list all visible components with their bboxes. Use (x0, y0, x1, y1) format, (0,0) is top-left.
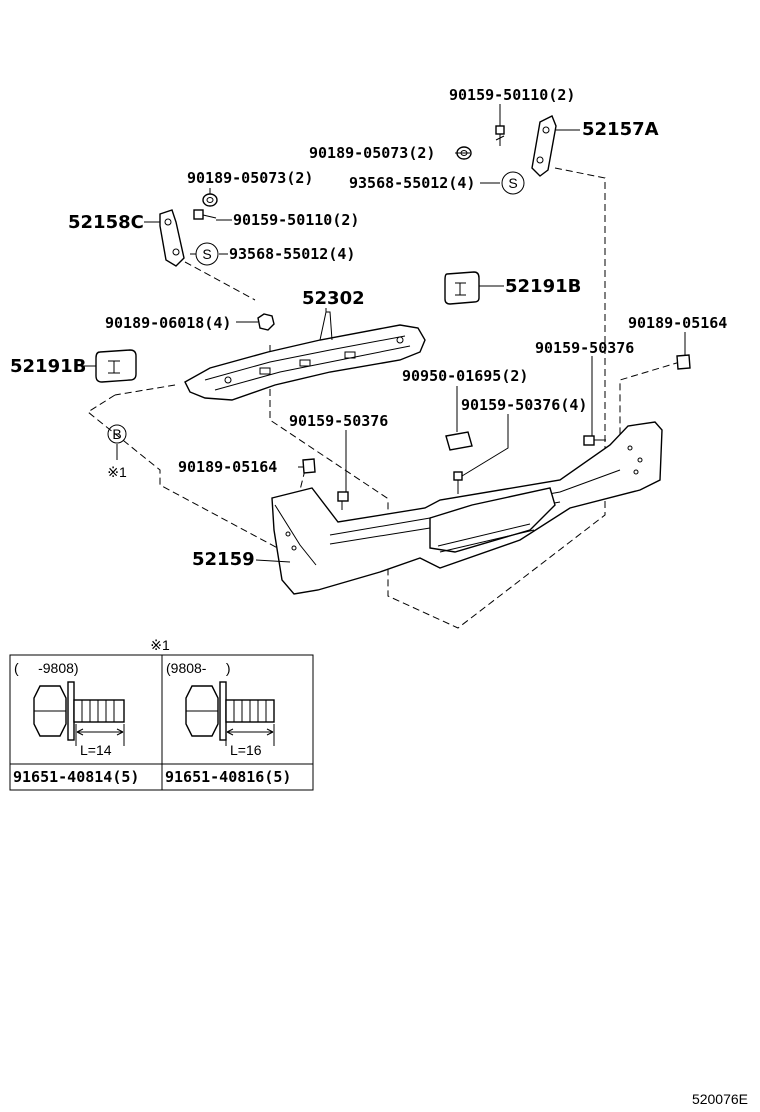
s-mark-lower-text: S (202, 246, 211, 262)
callout-c13: 52191B (10, 356, 86, 377)
callout-c15: 90950-01695(2) (402, 367, 528, 385)
callout-c2: 52157A (582, 119, 659, 140)
callout-c9: 52302 (302, 288, 365, 309)
inset-right-part: 91651-40816(5) (165, 768, 291, 786)
callout-c16: 90159-50376(4) (461, 396, 587, 414)
s-mark-lower: S (195, 242, 219, 266)
callout-c4: 93568-55012(4) (349, 174, 475, 192)
reinforcement-52302 (184, 311, 426, 401)
inset-left-part: 91651-40814(5) (13, 768, 139, 786)
callout-c18: 90189-05164 (178, 458, 277, 476)
callout-c12: 90189-05164 (628, 314, 727, 332)
pad-52191b-left (95, 349, 137, 383)
bolt-right-end (583, 435, 606, 446)
figure-id: 520076E (692, 1091, 748, 1107)
bolt-variant-inset: ※1 ( -9808) (9808- ) L=14 (9, 637, 314, 791)
callout-labels: 90159-50110(2) 52157A 90189-05073(2) 935… (10, 86, 727, 570)
callout-c10: 52191B (505, 276, 581, 297)
callout-c17: 90159-50376 (289, 412, 388, 430)
bolt-drawing-right: L=16 (185, 681, 275, 758)
b-mark: B (107, 424, 127, 444)
callout-c3: 90189-05073(2) (309, 144, 435, 162)
callout-c1: 90159-50110(2) (449, 86, 575, 104)
clip-right (676, 354, 691, 370)
inset-left-length: L=14 (80, 742, 112, 758)
bolt-left (337, 491, 349, 510)
callout-c19: 52159 (192, 549, 255, 570)
s-mark-upper: S (501, 171, 525, 195)
rear-bumper-52159 (271, 421, 663, 595)
clamp-90950 (445, 431, 473, 494)
callout-c6: 52158C (68, 212, 144, 233)
nut-top-left (202, 193, 218, 207)
callout-c8: 93568-55012(4) (229, 245, 355, 263)
bracket-52157a (531, 115, 557, 177)
inset-right-length: L=16 (230, 742, 262, 758)
note-mark: ※1 (107, 464, 127, 480)
inset-right-range: (9808- ) (166, 660, 231, 676)
bolt-drawing-left: L=14 (33, 681, 125, 758)
callout-c5: 90189-05073(2) (187, 169, 313, 187)
clip-left (302, 458, 316, 474)
b-mark-text: B (112, 426, 121, 442)
s-mark-upper-text: S (508, 175, 517, 191)
callout-c14: 90159-50376 (535, 339, 634, 357)
nut-90189-06018 (257, 313, 275, 331)
pad-52191b-right (444, 271, 480, 305)
bolt-top-right (495, 125, 505, 146)
callout-c11: 90189-06018(4) (105, 314, 231, 332)
inset-ref: ※1 (150, 637, 170, 653)
bracket-52158c (159, 209, 185, 267)
callout-c7: 90159-50110(2) (233, 211, 359, 229)
bolt-top-left (193, 209, 217, 220)
inset-left-range: ( -9808) (14, 660, 79, 676)
leader-lines (84, 104, 686, 563)
